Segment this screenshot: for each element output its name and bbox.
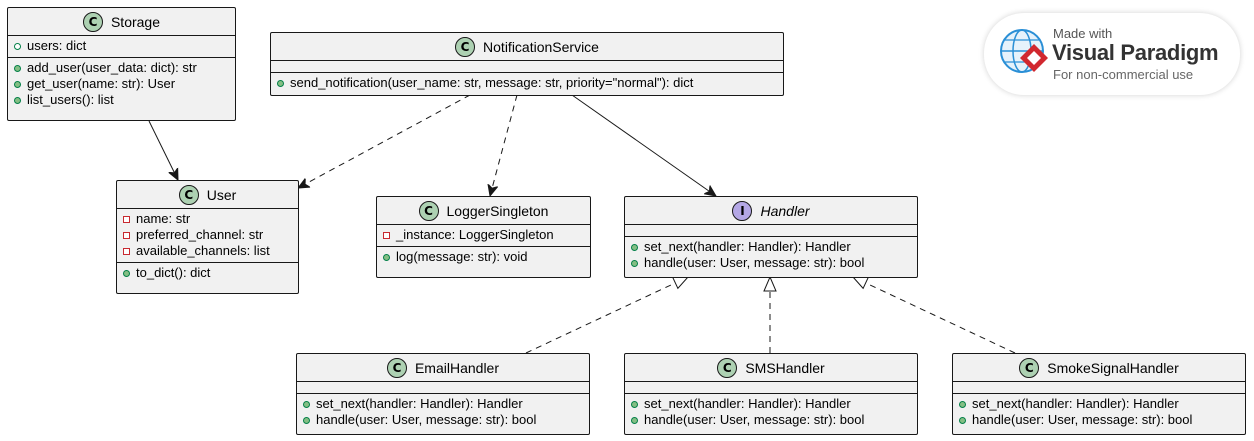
class-header: C EmailHandler <box>297 354 589 381</box>
edge-notificationservice-loggersingleton <box>490 94 518 196</box>
method: to_dict(): dict <box>123 265 294 281</box>
class-stereotype-icon: C <box>418 200 439 221</box>
attribute: available_channels: list <box>123 243 294 259</box>
attributes-section <box>953 381 1245 393</box>
public-visibility-icon <box>631 259 638 267</box>
edge-storage-user <box>148 120 178 180</box>
attributes-section: _instance: LoggerSingleton <box>377 224 590 246</box>
class-user[interactable]: C User name: str preferred_channel: str … <box>116 180 299 294</box>
attributes-section <box>625 224 917 236</box>
visual-paradigm-watermark: Made with Visual Paradigm For non-commer… <box>984 13 1240 95</box>
method: list_users(): list <box>14 92 231 108</box>
class-name: Storage <box>110 13 161 30</box>
public-visibility-icon <box>959 400 966 408</box>
public-visibility-icon <box>14 42 21 50</box>
public-visibility-icon <box>14 96 21 104</box>
methods-section: send_notification(user_name: str, messag… <box>271 72 783 94</box>
methods-section: set_next(handler: Handler): Handler hand… <box>297 393 589 431</box>
attributes-section <box>297 381 589 393</box>
class-storage[interactable]: C Storage users: dict add_user(user_data… <box>7 7 236 121</box>
class-stereotype-icon: C <box>386 357 407 378</box>
watermark-made-with: Made with <box>1053 26 1113 41</box>
methods-section: set_next(handler: Handler): Handler hand… <box>625 393 917 431</box>
class-sms-handler[interactable]: C SMSHandler set_next(handler: Handler):… <box>624 353 918 435</box>
method: set_next(handler: Handler): Handler <box>959 396 1241 412</box>
class-header: C LoggerSingleton <box>377 197 590 224</box>
class-name: SMSHandler <box>745 359 825 376</box>
public-visibility-icon <box>14 64 21 72</box>
public-visibility-icon <box>303 400 310 408</box>
public-visibility-icon <box>959 416 966 424</box>
public-visibility-icon <box>14 80 21 88</box>
method: log(message: str): void <box>383 249 586 265</box>
class-stereotype-icon: C <box>717 357 738 378</box>
methods-section: add_user(user_data: dict): str get_user(… <box>8 57 235 111</box>
methods-section: log(message: str): void <box>377 246 590 268</box>
public-visibility-icon <box>631 243 638 251</box>
class-header: I Handler <box>625 197 917 224</box>
class-stereotype-icon: C <box>455 36 476 57</box>
edge-smokesignalhandler-handler <box>853 277 1016 354</box>
method: get_user(name: str): User <box>14 76 231 92</box>
methods-section: to_dict(): dict <box>117 262 298 284</box>
attributes-section: name: str preferred_channel: str availab… <box>117 208 298 262</box>
class-header: C NotificationService <box>271 33 783 60</box>
method: handle(user: User, message: str): bool <box>303 412 585 428</box>
class-header: C User <box>117 181 298 208</box>
interface-handler[interactable]: I Handler set_next(handler: Handler): Ha… <box>624 196 918 278</box>
class-stereotype-icon: C <box>1019 357 1040 378</box>
private-visibility-icon <box>123 247 130 255</box>
class-name: SmokeSignalHandler <box>1047 359 1179 376</box>
public-visibility-icon <box>123 269 130 277</box>
class-stereotype-icon: C <box>82 11 103 32</box>
method: send_notification(user_name: str, messag… <box>277 75 779 91</box>
attributes-section <box>625 381 917 393</box>
public-visibility-icon <box>383 253 390 261</box>
private-visibility-icon <box>123 215 130 223</box>
method: handle(user: User, message: str): bool <box>631 255 913 271</box>
class-name: EmailHandler <box>414 359 500 376</box>
method: set_next(handler: Handler): Handler <box>631 396 913 412</box>
class-name: LoggerSingleton <box>446 202 549 219</box>
class-email-handler[interactable]: C EmailHandler set_next(handler: Handler… <box>296 353 590 435</box>
watermark-note: For non-commercial use <box>1053 67 1194 82</box>
private-visibility-icon <box>123 231 130 239</box>
class-smoke-signal-handler[interactable]: C SmokeSignalHandler set_next(handler: H… <box>952 353 1246 435</box>
visual-paradigm-logo-icon <box>1000 29 1048 73</box>
class-header: C SMSHandler <box>625 354 917 381</box>
watermark-brand: Visual Paradigm <box>1052 40 1219 65</box>
attributes-section <box>271 60 783 72</box>
public-visibility-icon <box>631 416 638 424</box>
edge-notificationservice-handler <box>571 94 716 196</box>
attributes-section: users: dict <box>8 35 235 57</box>
attribute: users: dict <box>14 38 231 54</box>
edge-emailhandler-handler <box>525 277 688 354</box>
method: handle(user: User, message: str): bool <box>959 412 1241 428</box>
method: handle(user: User, message: str): bool <box>631 412 913 428</box>
class-header: C SmokeSignalHandler <box>953 354 1245 381</box>
methods-section: set_next(handler: Handler): Handler hand… <box>625 236 917 274</box>
class-name: User <box>206 186 237 203</box>
methods-section: set_next(handler: Handler): Handler hand… <box>953 393 1245 431</box>
class-logger-singleton[interactable]: C LoggerSingleton _instance: LoggerSingl… <box>376 196 591 278</box>
method: set_next(handler: Handler): Handler <box>303 396 585 412</box>
attribute: _instance: LoggerSingleton <box>383 227 586 243</box>
method: add_user(user_data: dict): str <box>14 60 231 76</box>
edge-notificationservice-user <box>298 94 471 188</box>
public-visibility-icon <box>303 416 310 424</box>
class-name: Handler <box>760 202 810 219</box>
class-header: C Storage <box>8 8 235 35</box>
public-visibility-icon <box>277 79 284 87</box>
class-notification-service[interactable]: C NotificationService send_notification(… <box>270 32 784 96</box>
private-visibility-icon <box>383 231 390 239</box>
interface-stereotype-icon: I <box>732 200 753 221</box>
method: set_next(handler: Handler): Handler <box>631 239 913 255</box>
class-stereotype-icon: C <box>178 184 199 205</box>
attribute: preferred_channel: str <box>123 227 294 243</box>
class-name: NotificationService <box>483 38 599 55</box>
public-visibility-icon <box>631 400 638 408</box>
attribute: name: str <box>123 211 294 227</box>
